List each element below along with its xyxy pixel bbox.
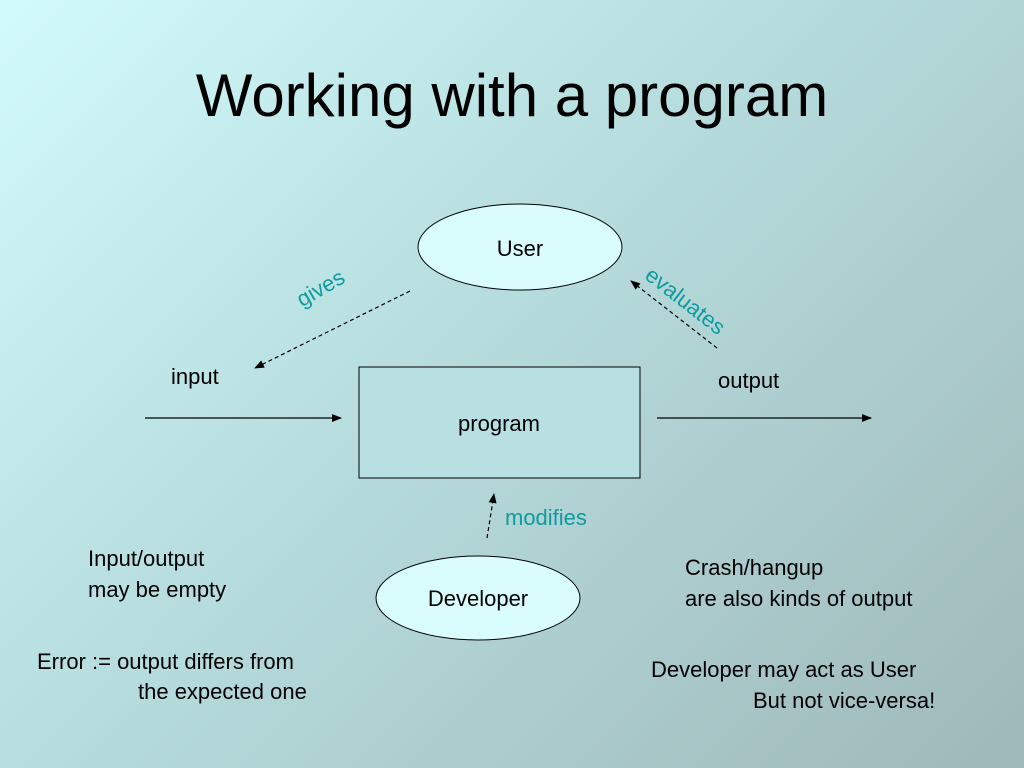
dev-note-line1: Developer may act as User xyxy=(651,657,917,682)
dev-note-line2: But not vice-versa! xyxy=(753,688,936,713)
empty-note-line1: Input/output xyxy=(88,546,205,571)
slide-title: Working with a program xyxy=(195,62,829,129)
output-label: output xyxy=(718,368,780,393)
user-node-label: User xyxy=(496,236,544,261)
input-label: input xyxy=(171,364,219,389)
modifies-label: modifies xyxy=(505,505,587,530)
developer-node-label: Developer xyxy=(427,586,529,611)
crash-note-line1: Crash/hangup xyxy=(685,555,824,580)
program-node-shape xyxy=(358,366,641,479)
developer-node-shape xyxy=(375,555,581,641)
empty-note-line2: may be empty xyxy=(88,577,227,602)
gives-arrow xyxy=(254,290,411,369)
program-node-label: program xyxy=(458,411,540,436)
user-node-shape xyxy=(417,203,623,291)
error-note-line2: the expected one xyxy=(138,679,307,704)
error-note-line1: Error := output differs from xyxy=(37,649,294,674)
crash-note-line2: are also kinds of output xyxy=(685,586,913,611)
modifies-arrow xyxy=(486,493,497,539)
